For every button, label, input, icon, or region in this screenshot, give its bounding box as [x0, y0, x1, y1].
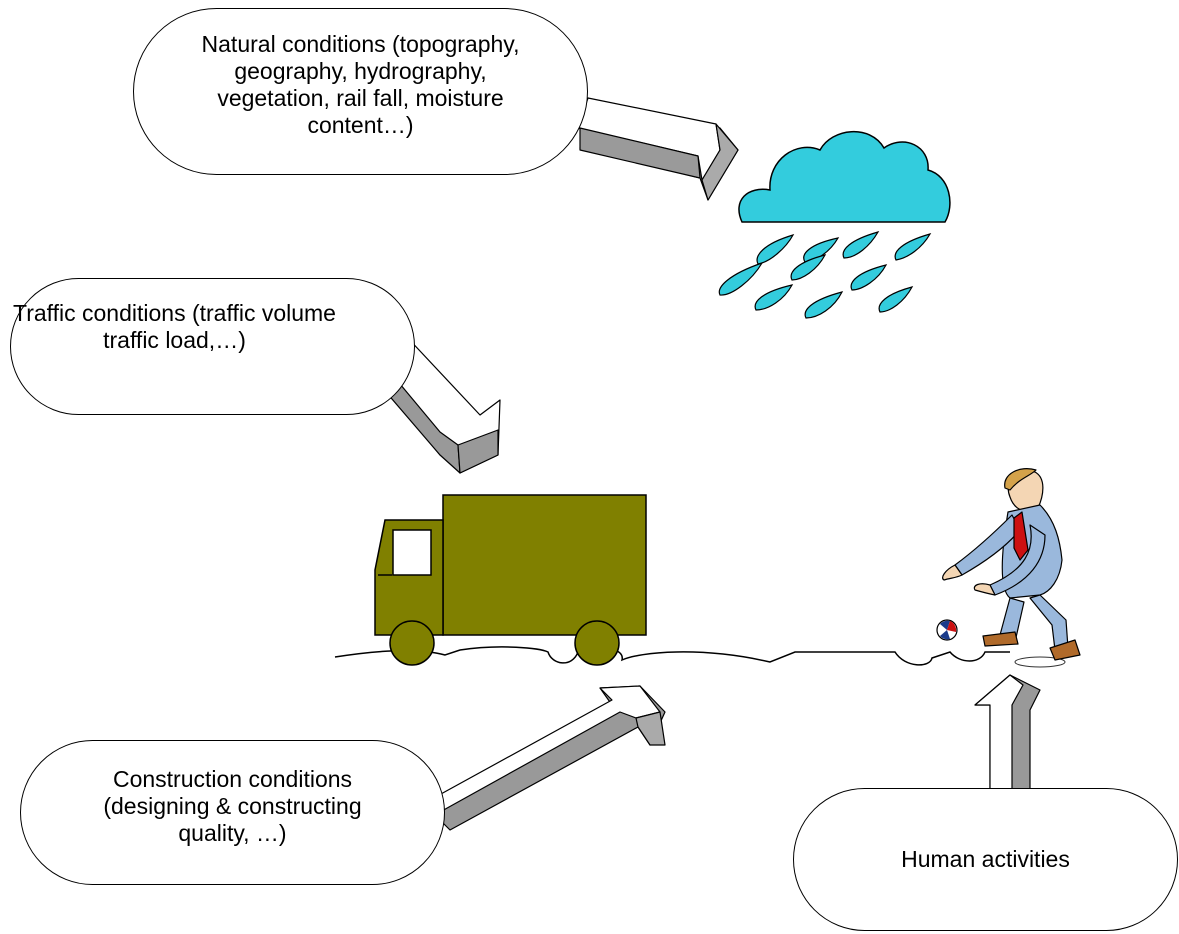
construction-conditions-text: Construction conditions (designing & con…	[103, 766, 361, 859]
construction-conditions-line-1: Construction conditions	[112, 766, 353, 792]
construction-conditions-line-2: (designing & constructing	[103, 793, 362, 819]
ball-icon	[936, 619, 958, 641]
raindrops	[718, 231, 932, 319]
truck-cargo-box	[442, 494, 647, 636]
truck-window	[392, 529, 432, 576]
businessman-icon	[942, 468, 1081, 668]
truck-icon	[374, 494, 647, 666]
cloud-shape	[738, 131, 951, 223]
construction-conditions-line-3: quality, …)	[178, 820, 287, 846]
natural-conditions-line-3: vegetation, rail fall, moisture	[217, 84, 504, 111]
natural-conditions-bubble: Natural conditions (topography, geograph…	[133, 8, 588, 175]
construction-conditions-bubble: Construction conditions (designing & con…	[20, 740, 445, 885]
arrow-human-to-person	[974, 674, 1041, 791]
natural-conditions-text: Natural conditions (topography, geograph…	[202, 31, 520, 153]
truck-rear-wheel	[574, 620, 620, 666]
arrow-construction-to-road	[424, 685, 666, 831]
arrow-natural-to-weather	[577, 97, 739, 201]
traffic-conditions-line-2: traffic load,…)	[103, 326, 246, 353]
human-activities-line-1: Human activities	[901, 846, 1070, 872]
traffic-conditions-text: Traffic conditions (traffic volume traff…	[11, 300, 336, 394]
traffic-conditions-line-1: Traffic conditions (traffic volume	[13, 299, 336, 326]
truck-front-wheel	[389, 620, 435, 666]
road-surface-icon	[334, 646, 1010, 666]
human-activities-bubble: Human activities	[793, 788, 1178, 931]
natural-conditions-line-4: content…)	[307, 111, 414, 138]
rain-cloud-icon	[718, 131, 951, 319]
natural-conditions-line-2: geography, hydrography,	[234, 57, 487, 84]
natural-conditions-line-1: Natural conditions (topography,	[201, 30, 520, 57]
human-activities-text: Human activities	[901, 846, 1070, 873]
traffic-conditions-bubble: Traffic conditions (traffic volume traff…	[10, 278, 415, 415]
